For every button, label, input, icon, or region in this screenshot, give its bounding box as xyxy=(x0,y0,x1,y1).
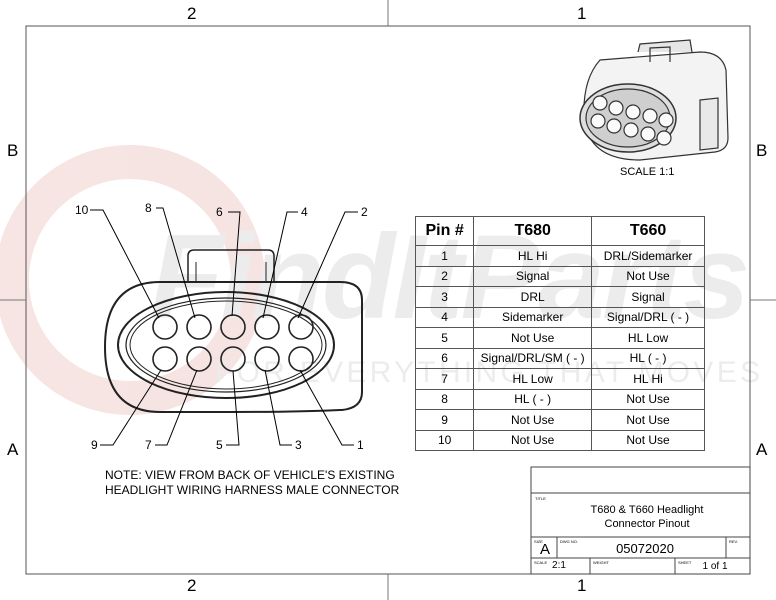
table-header-row: Pin # T680 T660 xyxy=(414,216,705,246)
harness-note: NOTE: VIEW FROM BACK OF VEHICLE'S EXISTI… xyxy=(105,468,399,498)
size-label: SIZE xyxy=(534,539,543,544)
zone-label-left-b: B xyxy=(7,141,19,160)
cell-t660: Not Use xyxy=(591,388,705,410)
cell-t660: Not Use xyxy=(591,265,705,287)
cell-pin: 2 xyxy=(414,265,475,287)
pin-2 xyxy=(288,314,314,340)
cell-pin: 5 xyxy=(414,327,475,349)
callout-pin-1: 1 xyxy=(357,438,364,452)
pin-4 xyxy=(254,314,280,340)
cell-pin: 7 xyxy=(414,368,475,390)
cell-t680: Sidemarker xyxy=(473,306,593,328)
header-pin: Pin # xyxy=(414,216,475,246)
zone-label-top-1: 1 xyxy=(577,4,587,23)
callout-pin-2: 2 xyxy=(361,205,368,219)
note-line-1: NOTE: VIEW FROM BACK OF VEHICLE'S EXISTI… xyxy=(105,468,395,482)
weight-label: WEIGHT xyxy=(593,560,609,565)
scale-field-label: SCALE xyxy=(534,560,548,565)
title-block xyxy=(530,466,751,575)
cell-t680: DRL xyxy=(473,286,593,308)
title-label: TITLE xyxy=(535,496,546,501)
cell-t660: Signal xyxy=(591,286,705,308)
pin-8 xyxy=(186,314,212,340)
cell-t680: Not Use xyxy=(473,409,593,431)
cell-t680: Not Use xyxy=(473,429,593,451)
pin-cavities xyxy=(152,314,314,372)
callout-pin-8: 8 xyxy=(145,201,152,215)
zone-label-top-2: 2 xyxy=(187,4,197,23)
pin-3 xyxy=(254,346,280,372)
sheet-value: 1 of 1 xyxy=(702,561,728,572)
cell-t680: Signal xyxy=(473,265,593,287)
callout-pin-10: 10 xyxy=(75,203,89,217)
cell-pin: 3 xyxy=(414,286,475,308)
scale-label: SCALE 1:1 xyxy=(620,166,675,178)
cell-pin: 6 xyxy=(414,347,475,369)
zone-label-bottom-1: 1 xyxy=(577,576,587,595)
cell-t660: Not Use xyxy=(591,429,705,451)
cell-pin: 10 xyxy=(414,429,475,451)
cell-t680: HL Hi xyxy=(473,245,593,267)
connector-rear-view xyxy=(90,207,363,446)
cell-t660: DRL/Sidemarker xyxy=(591,245,705,267)
header-t660: T660 xyxy=(591,216,705,246)
dwg-number: 05072020 xyxy=(616,541,674,556)
callout-pin-6: 6 xyxy=(216,205,223,219)
pin-6 xyxy=(220,314,246,340)
callout-pin-3: 3 xyxy=(295,438,302,452)
zone-label-right-b: B xyxy=(756,141,768,160)
cell-pin: 9 xyxy=(414,409,475,431)
title-line-1: T680 & T660 Headlight xyxy=(590,504,704,516)
cell-t680: Not Use xyxy=(473,327,593,349)
pin-9 xyxy=(152,346,178,372)
title-line-2: Connector Pinout xyxy=(604,518,690,530)
cell-t680: HL ( - ) xyxy=(473,388,593,410)
dwg-label: DWG NO. xyxy=(560,539,578,544)
zone-label-left-a: A xyxy=(7,440,19,459)
scale-value: 2:1 xyxy=(552,560,566,571)
cell-t660: HL Low xyxy=(591,327,705,349)
header-t680: T680 xyxy=(473,216,593,246)
zone-label-bottom-2: 2 xyxy=(187,576,197,595)
cell-t680: Signal/DRL/SM ( - ) xyxy=(473,347,593,369)
cell-pin: 4 xyxy=(414,306,475,328)
sheet-label: SHEET xyxy=(678,560,692,565)
size-value: A xyxy=(539,541,550,558)
pin-7 xyxy=(186,346,212,372)
callout-leaders xyxy=(90,207,358,446)
callout-pin-4: 4 xyxy=(301,205,308,219)
cell-t660: HL Hi xyxy=(591,368,705,390)
cell-t660: HL ( - ) xyxy=(591,347,705,369)
zone-label-right-a: A xyxy=(756,440,768,459)
note-line-2: HEADLIGHT WIRING HARNESS MALE CONNECTOR xyxy=(105,483,400,497)
drawing-title: T680 & T660 Headlight Connector Pinout xyxy=(557,503,737,531)
pin-10 xyxy=(152,314,178,340)
callout-pin-7: 7 xyxy=(145,438,152,452)
callout-pin-9: 9 xyxy=(91,438,98,452)
cell-t660: Signal/DRL ( - ) xyxy=(591,306,705,328)
connector-3d-view xyxy=(579,39,729,161)
cell-t660: Not Use xyxy=(591,409,705,431)
cell-pin: 8 xyxy=(414,388,475,410)
callout-pin-5: 5 xyxy=(216,438,223,452)
cell-pin: 1 xyxy=(414,245,475,267)
cell-t680: HL Low xyxy=(473,368,593,390)
rev-label: REV. xyxy=(729,539,738,544)
